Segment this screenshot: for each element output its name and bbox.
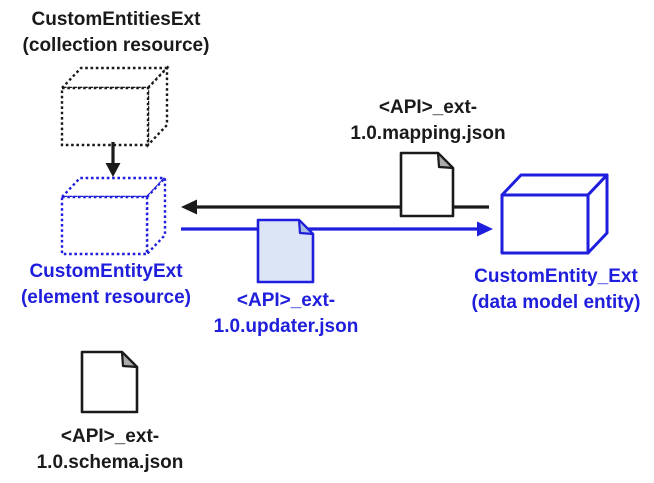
- schema-doc-label: <API>_ext- 1.0.schema.json: [0, 424, 220, 476]
- schema-doc-label-line2: 1.0.schema.json: [36, 452, 184, 473]
- updater-doc-label: <API>_ext- 1.0.updater.json: [176, 288, 396, 340]
- entity-box-label-line1: CustomEntity_Ext: [474, 266, 638, 287]
- updater-doc-icon: [256, 218, 315, 284]
- mapping-doc-label-line1: <API>_ext-: [378, 97, 478, 118]
- element-box-label-line1: CustomEntityExt: [29, 261, 183, 282]
- element-box: [59, 174, 168, 258]
- element-box-label: CustomEntityExt (element resource): [0, 259, 216, 311]
- collection-box-label-line2: (collection resource): [22, 35, 210, 56]
- down-arrow: [105, 142, 121, 177]
- collection-box: [59, 64, 170, 149]
- entity-box-label: CustomEntity_Ext (data model entity): [446, 264, 654, 316]
- right-arrow: [181, 221, 493, 237]
- collection-box-label-line1: CustomEntitiesExt: [31, 9, 201, 30]
- schema-doc-label-line1: <API>_ext-: [60, 426, 160, 447]
- entity-box: [500, 173, 609, 255]
- schema-doc-icon: [80, 350, 139, 414]
- updater-doc-label-line1: <API>_ext-: [236, 290, 336, 311]
- element-box-label-line2: (element resource): [20, 287, 191, 308]
- collection-box-label: CustomEntitiesExt (collection resource): [0, 7, 236, 59]
- mapping-doc-label: <API>_ext- 1.0.mapping.json: [318, 95, 538, 147]
- mapping-doc-icon: [399, 151, 455, 218]
- entity-box-label-line2: (data model entity): [471, 292, 641, 313]
- mapping-doc-label-line2: 1.0.mapping.json: [350, 123, 506, 144]
- updater-doc-label-line2: 1.0.updater.json: [213, 316, 359, 337]
